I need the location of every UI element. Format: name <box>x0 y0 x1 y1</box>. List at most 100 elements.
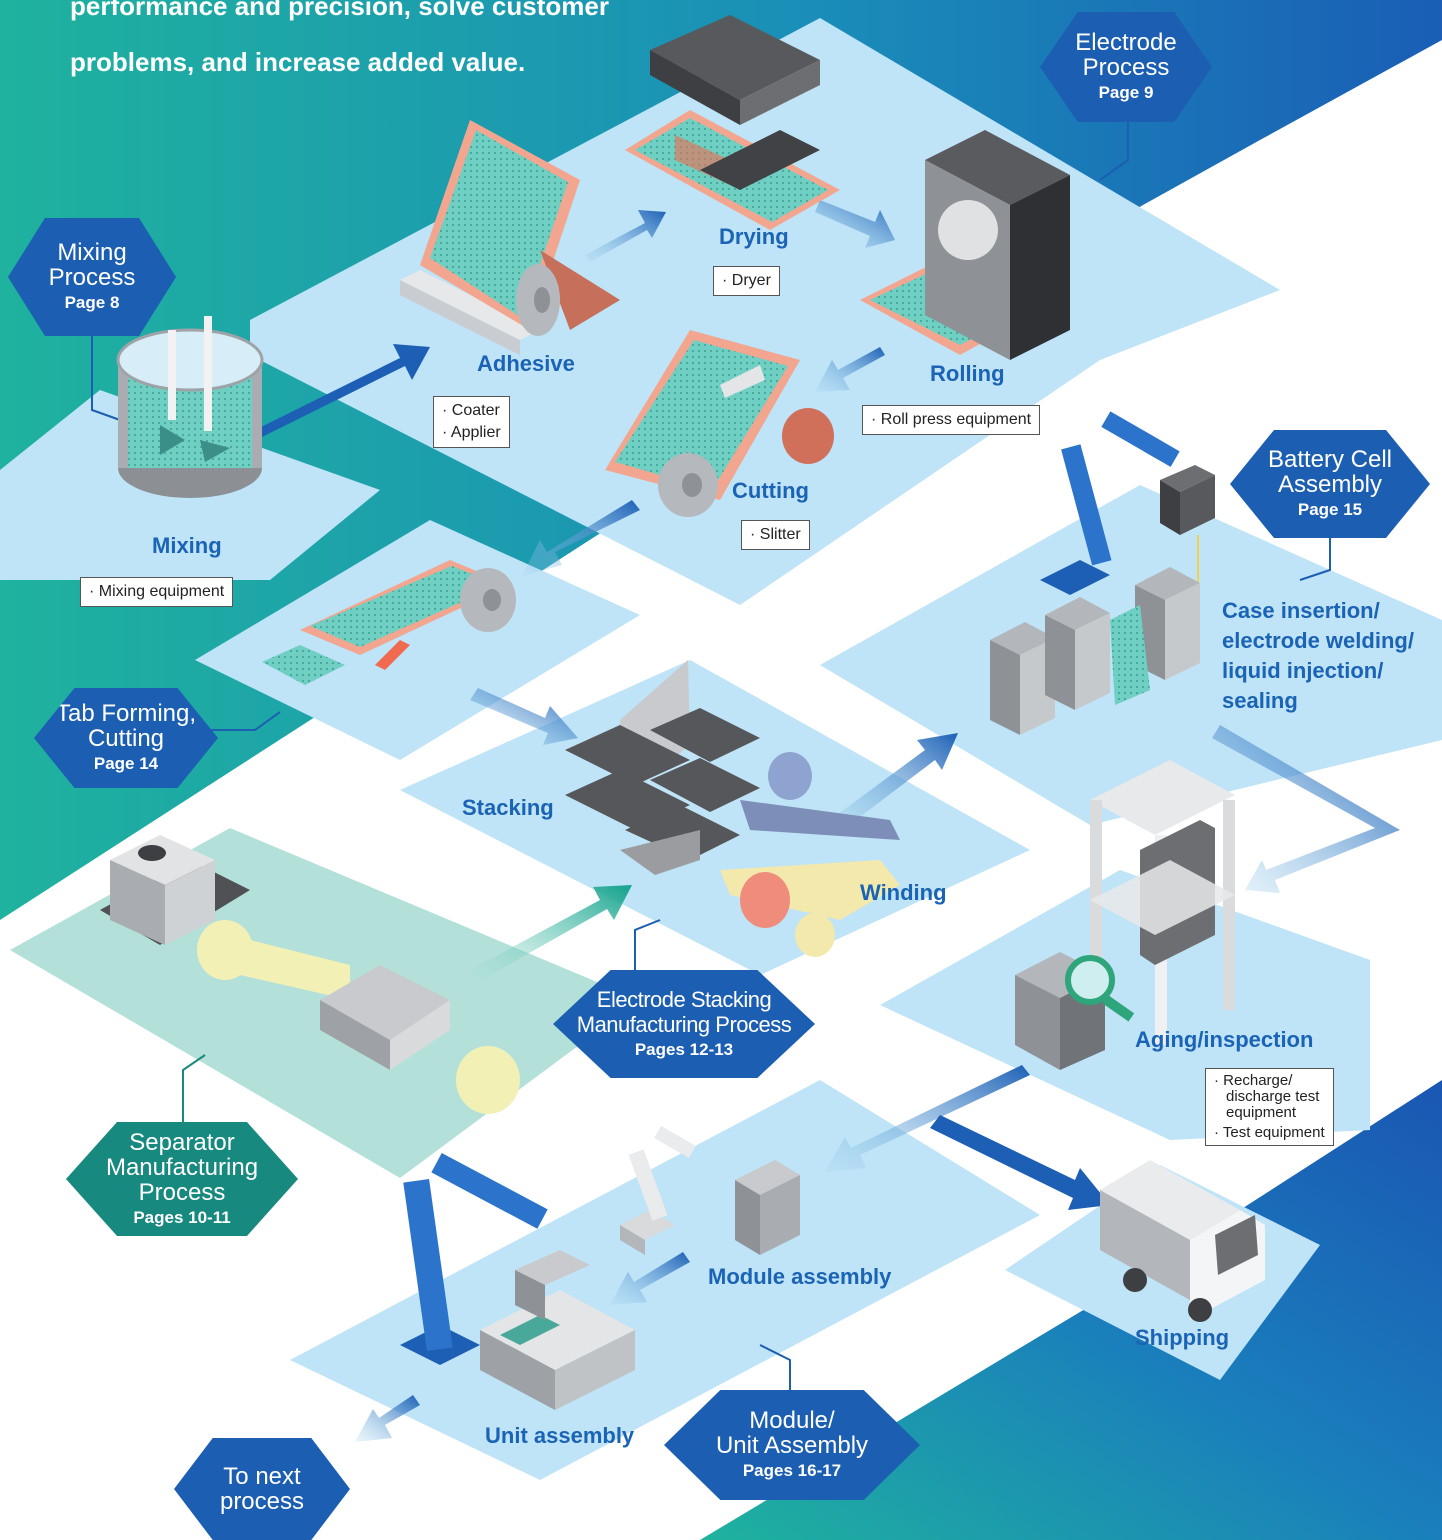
intro-line-2: problems, and increase added value. <box>70 47 526 77</box>
equipment-item: Applier <box>442 422 501 444</box>
badge-electrode-process[interactable]: Electrode Process Page 9 <box>1040 12 1212 122</box>
equipment-line: discharge test <box>1226 1088 1320 1105</box>
arrow-winding-to-battery <box>830 733 958 832</box>
badge-title: Manufacturing Process <box>576 1012 792 1037</box>
unit-robot <box>400 1153 635 1410</box>
dryer <box>625 15 840 230</box>
arrow-aging-to-shipping <box>930 1115 1110 1210</box>
arrow-cutting-to-tab <box>522 500 640 576</box>
step-label-cutting: Cutting <box>732 478 809 503</box>
arrow-mixing-to-adhesive <box>255 344 430 438</box>
badge-title: Module/ <box>749 1407 835 1434</box>
badge-electrode-stacking[interactable]: Electrode Stacking Manufacturing Process… <box>553 970 815 1078</box>
step-label-line: sealing <box>1222 688 1298 713</box>
badge-title: To next <box>223 1463 301 1490</box>
badge-page: Pages 12-13 <box>634 1040 734 1059</box>
platform-tab <box>195 520 640 760</box>
arrow-rolling-to-cutting <box>815 347 885 392</box>
arrow-unit-to-next <box>355 1395 420 1442</box>
step-label-adhesive: Adhesive <box>477 351 575 376</box>
equipment-item: Coater <box>442 400 501 422</box>
badge-separator-manufacturing[interactable]: Separator Manufacturing Process Pages 10… <box>66 1122 298 1236</box>
step-label-line: liquid injection/ <box>1222 658 1384 683</box>
platform-module <box>290 1080 1040 1480</box>
module-robot <box>620 1125 800 1255</box>
equipment-box-drying: Dryer <box>713 266 780 296</box>
flow-arrows <box>255 200 1400 1442</box>
arrow-tab-to-stacking <box>470 688 578 745</box>
badge-page: Pages 16-17 <box>742 1461 842 1480</box>
tab-forming <box>262 560 516 685</box>
battery-robot <box>990 411 1215 735</box>
step-label-mixing: Mixing <box>152 533 222 558</box>
badge-page: Page 8 <box>64 293 120 312</box>
equipment-box-adhesive: Coater Applier <box>433 396 510 448</box>
equipment-line: Test equipment <box>1222 1124 1325 1141</box>
separator-machine <box>100 835 520 1114</box>
equipment-box-mixing: Mixing equipment <box>80 577 234 607</box>
badge-battery-cell-assembly[interactable]: Battery Cell Assembly Page 15 <box>1230 430 1430 538</box>
badge-tab-forming-cutting[interactable]: Tab Forming, Cutting Page 14 <box>34 688 218 788</box>
badge-title: Manufacturing <box>105 1153 259 1181</box>
slitter <box>605 330 834 517</box>
arrow-adhesive-to-drying <box>585 210 666 262</box>
step-label-stacking: Stacking <box>462 795 554 820</box>
step-label-shipping: Shipping <box>1135 1325 1230 1350</box>
badge-page: Page 14 <box>93 754 159 773</box>
equipment-line: Recharge/ <box>1223 1072 1293 1089</box>
equipment-item: · Test equipment <box>1214 1124 1325 1141</box>
badge-title: Mixing <box>57 239 127 266</box>
connector-lines <box>91 105 1331 1395</box>
badge-module-unit-assembly[interactable]: Module/ Unit Assembly Pages 16-17 <box>664 1390 920 1500</box>
badge-page: Page 15 <box>1297 500 1363 519</box>
badge-to-next-process[interactable]: To next process <box>174 1438 350 1540</box>
badge-title: Unit Assembly <box>715 1432 869 1459</box>
aging-rack <box>1015 760 1235 1070</box>
adhesive-coater <box>400 120 620 355</box>
step-label-unit-assembly: Unit assembly <box>485 1423 635 1448</box>
intro-text: performance and precision, solve custome… <box>70 0 690 90</box>
step-label-line: electrode welding/ <box>1222 628 1414 653</box>
badge-title: Separator <box>129 1128 235 1156</box>
equipment-item: Dryer <box>722 270 771 292</box>
intro-line-1: performance and precision, solve custome… <box>70 0 609 21</box>
equipment-item: Roll press equipment <box>871 409 1031 431</box>
equipment-box-rolling: Roll press equipment <box>862 405 1041 435</box>
equipment-item: · Recharge/ <box>1214 1072 1293 1089</box>
badge-title: Electrode Stacking <box>596 987 772 1012</box>
badge-page: Pages 10-11 <box>133 1207 231 1227</box>
badge-title: Battery Cell <box>1267 446 1393 473</box>
step-label-drying: Drying <box>719 224 789 249</box>
step-label-case-insertion: Case insertion/ electrode welding/ liqui… <box>1222 596 1414 716</box>
arrow-battery-to-aging <box>1212 725 1400 893</box>
equipment-box-cutting: Slitter <box>741 520 810 550</box>
badge-mixing-process[interactable]: Mixing Process Page 8 <box>8 218 176 336</box>
step-label-aging: Aging/inspection <box>1135 1027 1314 1052</box>
arrow-drying-to-rolling <box>815 200 895 248</box>
arrow-module-to-unit <box>610 1252 690 1305</box>
badge-title: process <box>219 1488 305 1515</box>
badge-title: Electrode <box>1075 29 1177 56</box>
badge-title: Process <box>138 1178 226 1206</box>
badge-title: Process <box>1082 54 1170 81</box>
arrow-separator-to-stacking <box>470 885 632 982</box>
step-label-winding: Winding <box>860 880 947 905</box>
equipment-item-cont: equipment <box>1214 1105 1325 1121</box>
truck <box>1100 1160 1265 1322</box>
step-label-line: Case insertion/ <box>1222 598 1380 623</box>
badge-title: Cutting <box>87 725 165 752</box>
badge-title: Tab Forming, <box>55 700 197 727</box>
stacking-machine <box>565 660 900 957</box>
step-label-module-assembly: Module assembly <box>708 1264 892 1289</box>
step-label-rolling: Rolling <box>930 361 1005 386</box>
badge-title: Assembly <box>1277 471 1383 498</box>
connector-line-separator <box>182 1054 206 1125</box>
badge-page: Page 9 <box>1098 83 1154 102</box>
equipment-item: Mixing equipment <box>89 581 224 603</box>
equipment-item: Slitter <box>750 524 801 546</box>
mixing-tank <box>116 316 264 498</box>
arrow-aging-to-module <box>825 1065 1030 1172</box>
badge-title: Process <box>48 264 136 291</box>
equipment-line: equipment <box>1226 1104 1297 1121</box>
